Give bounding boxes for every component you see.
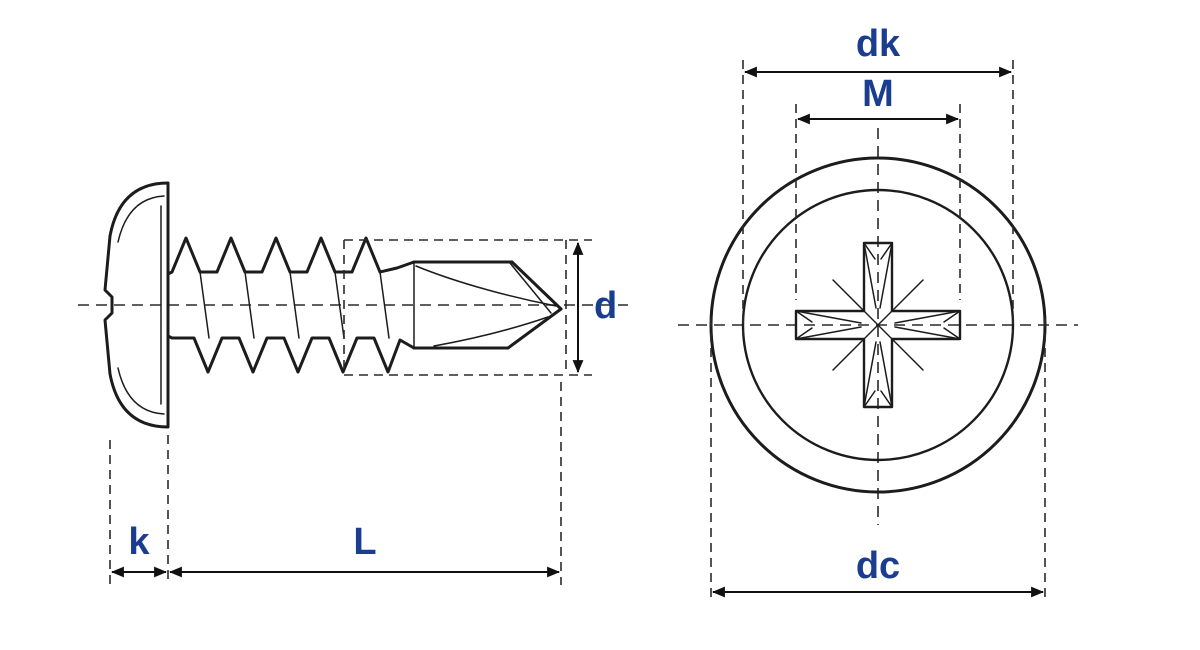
drill-tip-top-facet: [510, 260, 563, 311]
label-dc: dc: [856, 545, 900, 587]
thread-helix-lines: [199, 271, 390, 339]
screw-head-outline: [103, 181, 170, 429]
arm-slope-line: [795, 310, 862, 324]
arm-tip-facet: [943, 310, 961, 323]
dimension-L: L: [168, 382, 562, 585]
thread-profile-bottom: [166, 334, 416, 374]
label-k: k: [128, 521, 150, 563]
dimension-dc: dc: [710, 318, 1046, 602]
label-L: L: [353, 521, 376, 563]
arm-tip-facet: [943, 327, 961, 340]
helix-line: [289, 271, 300, 339]
drill-tip-bottom-facet: [506, 307, 563, 350]
dimension-d: d: [572, 241, 617, 374]
label-d: d: [594, 285, 617, 327]
arm-slope-line: [795, 326, 862, 340]
dimension-dk: dk: [742, 23, 1014, 335]
drill-cutting-lip-line: [509, 262, 552, 314]
arm-tip-facet: [863, 242, 876, 260]
label-dk: dk: [856, 23, 901, 65]
head-contour-line-bottom: [117, 367, 165, 415]
thread-profile-top: [166, 236, 416, 276]
head-contour-line-top: [117, 195, 165, 243]
helix-line: [199, 271, 210, 339]
dimension-k: k: [109, 435, 169, 585]
label-M: M: [862, 73, 894, 115]
helix-line: [379, 271, 390, 339]
arm-tip-facet: [795, 327, 813, 340]
phillips-recess: [794, 241, 962, 409]
arm-slope-line: [879, 341, 893, 408]
arm-slope-line: [863, 242, 877, 309]
drill-flute-curve-upper: [415, 265, 557, 307]
helix-line: [244, 271, 255, 339]
arm-slope-line: [863, 341, 877, 408]
head-inner-circle: [741, 188, 1015, 462]
arm-tip-facet: [880, 242, 893, 260]
arm-slope-line: [894, 310, 961, 324]
drill-point: [412, 260, 563, 350]
drill-flute-curve-lower: [433, 316, 549, 347]
helix-line: [334, 271, 345, 339]
recess-diagonal-line: [832, 279, 924, 371]
arm-tip-facet: [880, 390, 893, 408]
detail-dashed-box: [343, 239, 592, 376]
arm-tip-facet: [863, 390, 876, 408]
screw-side-view: d k L: [78, 181, 628, 585]
screw-front-view: dk M dc: [678, 23, 1078, 602]
dimension-M: M: [795, 73, 961, 300]
arm-tip-facet: [795, 310, 813, 323]
arm-slope-line: [879, 242, 893, 309]
arm-slope-line: [894, 326, 961, 340]
